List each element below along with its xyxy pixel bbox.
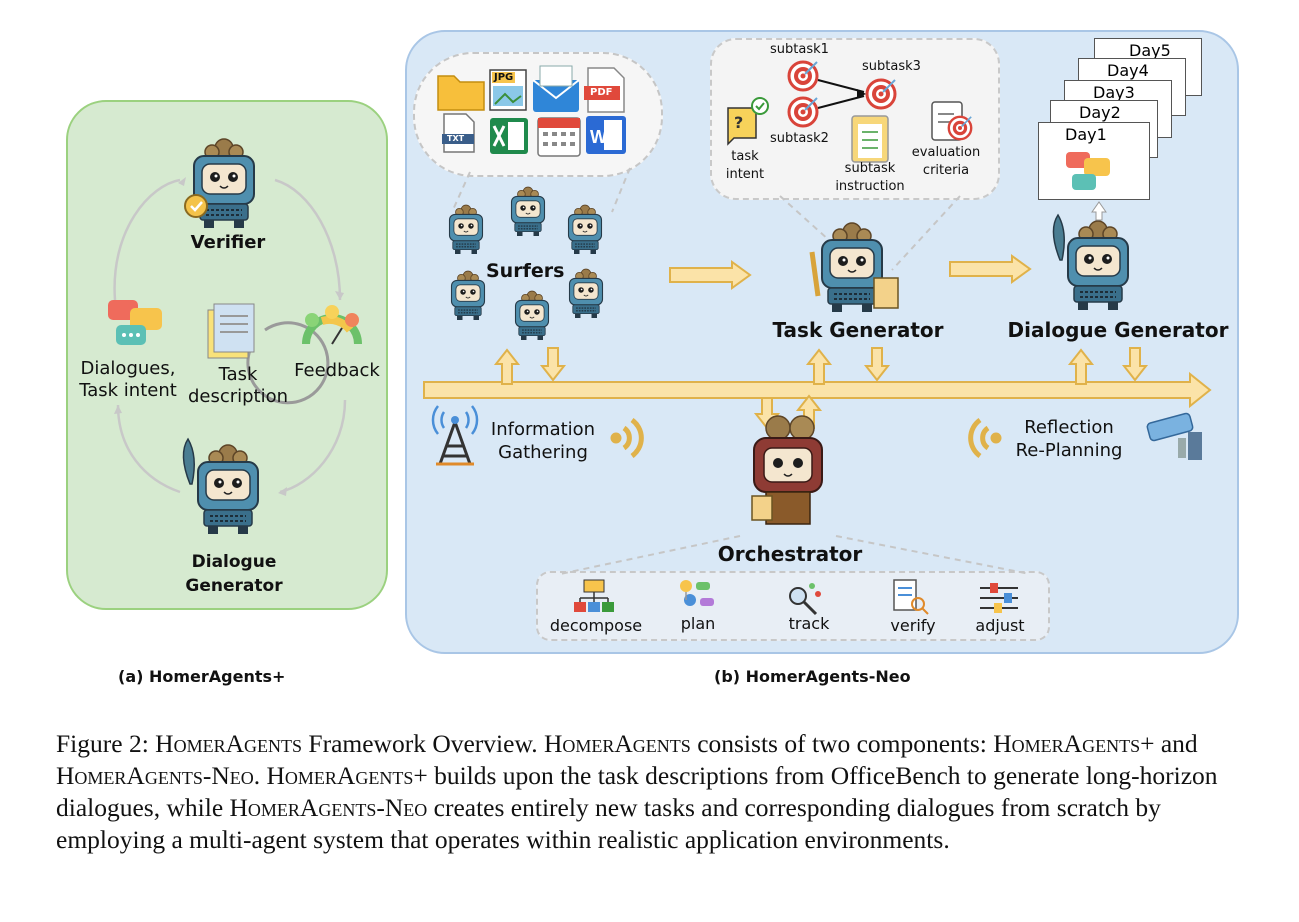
feedback-gauge-icon <box>302 305 362 345</box>
dialogue-generator-robot-b <box>1052 213 1129 311</box>
main-pipeline-arrow <box>423 371 1212 409</box>
txt-icon-label: TXT <box>447 134 465 143</box>
day2-label: Day2 <box>1079 103 1121 122</box>
orchestrator-label: Orchestrator <box>717 542 863 566</box>
evaluation-criteria-icon <box>931 101 973 141</box>
dialogues-intent-label: Dialogues,Task intent <box>79 358 177 401</box>
signal-waves-left-icon <box>968 417 1002 459</box>
surfer-robot-2 <box>510 186 546 237</box>
task-intent-icon: ? <box>727 97 769 146</box>
surfers-to-taskgen-arrow <box>669 260 752 290</box>
antenna-tower-icon <box>431 405 479 466</box>
subtask1-target-icon <box>787 60 819 92</box>
subtask1-label: subtask1 <box>770 42 829 57</box>
day5-label: Day5 <box>1129 41 1171 60</box>
surfer-robot-3 <box>567 204 603 255</box>
verifier-robot <box>184 138 255 229</box>
arc-feedback-to-generator <box>279 399 347 494</box>
plan-icon <box>680 580 714 606</box>
dialogue-generator-b-label: Dialogue Generator <box>1007 318 1229 342</box>
subtask3-target-icon <box>865 78 897 110</box>
task-generator-label: Task Generator <box>772 318 944 342</box>
txt-icon <box>442 113 475 153</box>
day1-chat-overlay <box>1066 152 1110 190</box>
arc-verifier-to-feedback <box>274 178 342 301</box>
surfer-robot-5 <box>514 290 550 341</box>
surfer-robot-1 <box>448 204 484 255</box>
subtask-instruction-icon <box>851 115 889 163</box>
surfers-label: Surfers <box>486 260 565 282</box>
task-cycle-arrow <box>246 321 330 405</box>
decompose-label: decompose <box>549 616 643 635</box>
day3-label: Day3 <box>1093 83 1135 102</box>
figure-caption: Figure 2: HomerAgents Framework Overview… <box>56 729 1218 854</box>
decompose-icon <box>574 579 614 612</box>
feedback-label: Feedback <box>294 360 380 381</box>
folder-icon <box>437 75 485 111</box>
track-icon <box>789 583 821 616</box>
adjust-icon <box>980 583 1018 613</box>
day4-label: Day4 <box>1107 61 1149 80</box>
plan-label: plan <box>680 614 716 633</box>
orchestrator-robot <box>751 415 823 525</box>
surfer-robot-6 <box>568 268 604 319</box>
excel-icon <box>490 118 528 154</box>
dialogue-generator-robot-a <box>182 437 259 535</box>
security-camera-icon <box>1146 412 1202 460</box>
task-generator-robot <box>809 222 899 313</box>
surfer-robot-4 <box>450 270 486 321</box>
verify-icon <box>893 579 929 615</box>
signal-waves-right-icon <box>610 417 644 459</box>
subtask2-target-icon <box>787 96 819 128</box>
pdf-icon-label: PDF <box>590 87 613 98</box>
calendar-icon <box>537 117 581 157</box>
subfigure-a-label: (a) HomerAgents+ <box>118 667 286 686</box>
svg-text:W: W <box>590 127 607 147</box>
day1-label: Day1 <box>1065 125 1107 144</box>
subtask3-label: subtask3 <box>862 59 921 74</box>
vertical-connectors <box>493 347 1149 430</box>
chat-bubbles-icon <box>108 300 162 345</box>
svg-text:?: ? <box>734 113 743 132</box>
track-label: track <box>788 614 830 633</box>
mail-icon <box>532 65 580 112</box>
taskgen-to-dialoguegen-arrow <box>949 254 1032 284</box>
verify-label: verify <box>890 616 936 635</box>
word-icon: W <box>586 116 626 154</box>
pdf-icon <box>584 67 625 113</box>
arc-dialogues-to-verifier <box>113 178 181 301</box>
jpg-icon-label: JPG <box>492 72 516 83</box>
subtask2-label: subtask2 <box>770 131 829 146</box>
adjust-label: adjust <box>975 616 1025 635</box>
arc-generator-to-dialogues <box>116 404 181 494</box>
verifier-label: Verifier <box>190 232 266 253</box>
subfigure-b-label: (b) HomerAgents-Neo <box>714 667 911 686</box>
up-arrow-to-days <box>1091 201 1107 221</box>
orchestrator-actions-box <box>536 571 1050 641</box>
